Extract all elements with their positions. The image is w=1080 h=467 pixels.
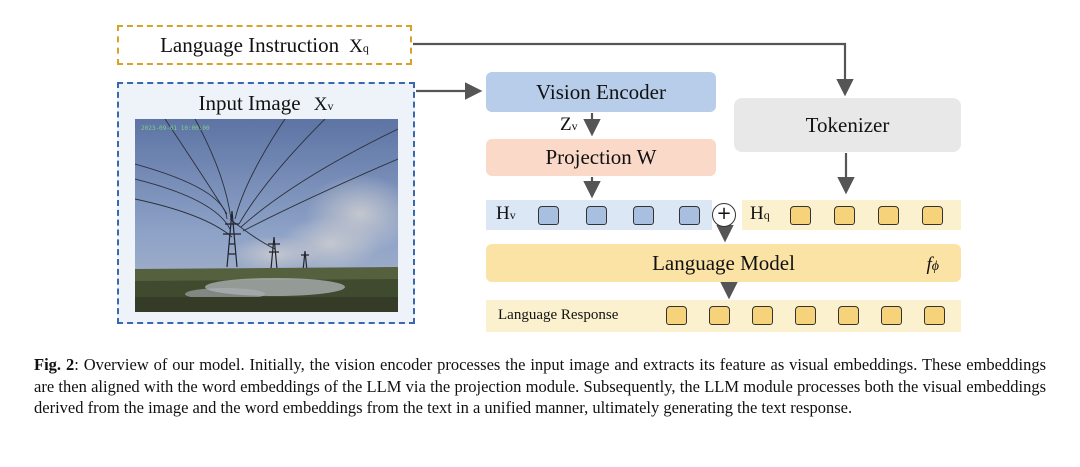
arrow-instruction-to-tokenizer — [413, 42, 854, 97]
f-symbol: f — [926, 254, 932, 275]
hv-subscript: v — [509, 208, 516, 222]
projection-label: Projection W — [545, 145, 657, 169]
response-token — [838, 306, 859, 325]
visual-token — [538, 206, 559, 225]
language-model-box: Language Model fϕ — [486, 244, 961, 282]
hq-symbol: H — [750, 203, 764, 224]
response-token — [666, 306, 687, 325]
input-photo: 2023-09-01 10:00:00 — [135, 119, 398, 312]
language-instruction-label: Language Instruction — [160, 32, 340, 57]
hv-symbol: H — [496, 203, 510, 224]
response-token — [795, 306, 816, 325]
visual-embedding-strip: Hv — [486, 200, 712, 230]
phi-subscript: ϕ — [931, 259, 939, 274]
projection-box: Projection W — [486, 139, 716, 176]
hv-label: Hv — [496, 203, 516, 225]
language-response-strip: Language Response — [486, 300, 961, 332]
tokenizer-box: Tokenizer — [734, 98, 961, 152]
vision-encoder-box: Vision Encoder — [486, 72, 716, 112]
text-token — [790, 206, 811, 225]
zv-symbol: Z — [560, 114, 572, 135]
visual-token — [679, 206, 700, 225]
visual-token — [633, 206, 654, 225]
zv-subscript: v — [571, 119, 578, 133]
response-token — [881, 306, 902, 325]
tokenizer-label: Tokenizer — [805, 112, 890, 137]
hq-label: Hq — [750, 203, 770, 225]
visual-token — [586, 206, 607, 225]
language-model-label: Language Model — [652, 250, 795, 275]
zv-label: Zv — [560, 114, 578, 136]
input-image-label: Input Image — [198, 91, 301, 115]
vision-encoder-label: Vision Encoder — [536, 79, 666, 104]
text-token — [878, 206, 899, 225]
xv-subscript: v — [327, 99, 334, 113]
language-response-label: Language Response — [498, 307, 619, 323]
concat-plus-icon: + — [712, 203, 736, 227]
caption-text: : Overview of our model. Initially, the … — [34, 355, 1046, 417]
figure-caption: Fig. 2: Overview of our model. Initially… — [34, 354, 1046, 419]
text-token — [834, 206, 855, 225]
power-line-scene: 2023-09-01 10:00:00 — [135, 119, 398, 312]
xv-symbol: X — [313, 94, 328, 115]
response-token — [752, 306, 773, 325]
lm-function-symbol: fϕ — [926, 251, 939, 276]
xq-subscript: q — [362, 40, 369, 55]
input-image-title: Input Image Xv — [119, 91, 413, 116]
text-embedding-strip: Hq — [742, 200, 961, 230]
caption-label: Fig. 2 — [34, 355, 75, 374]
language-instruction-box: Language Instruction Xq — [117, 25, 412, 65]
image-timestamp-overlay: 2023-09-01 10:00:00 — [141, 125, 210, 132]
text-token — [922, 206, 943, 225]
response-token — [924, 306, 945, 325]
response-token — [709, 306, 730, 325]
xq-symbol: X — [349, 35, 363, 57]
hq-subscript: q — [763, 208, 770, 222]
